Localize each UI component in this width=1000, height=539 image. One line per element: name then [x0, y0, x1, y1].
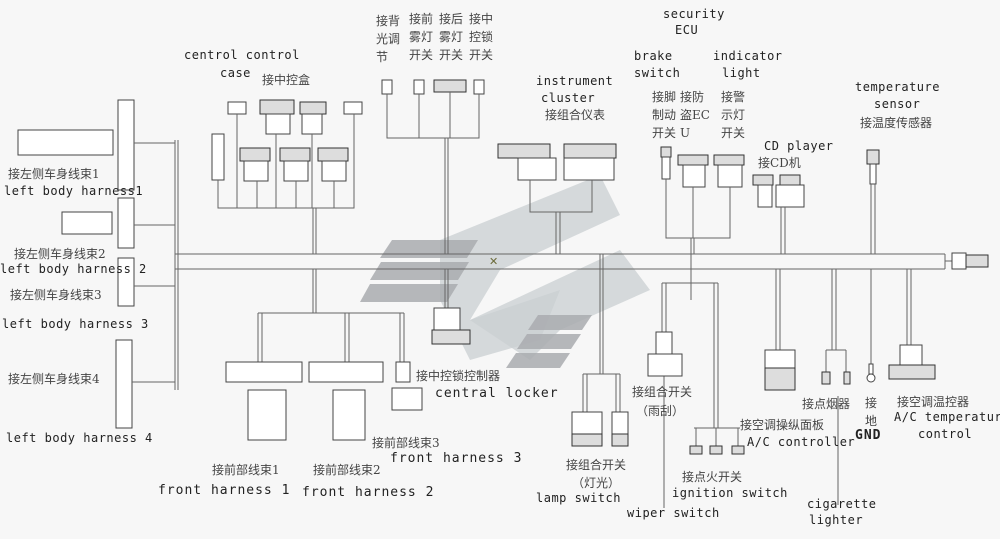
central-locker-en: central locker: [435, 386, 559, 401]
temperature-sensor-en-line1: temperature: [855, 80, 940, 94]
front-harness-3-zh: 接前部线束3: [372, 436, 440, 450]
security-ecu-connectors: [660, 146, 745, 300]
svg-text:✕: ✕: [489, 255, 498, 268]
front-harness-2-en: front harness 2: [302, 485, 435, 500]
left-body-harness-3-en: left body harness 3: [2, 317, 149, 331]
central-control-case-connectors: [211, 99, 363, 254]
temperature-sensor-zh: 接温度传感器: [860, 116, 933, 130]
ac-controller-en: A/C controller: [747, 435, 856, 449]
front-harness-3-en: front harness 3: [390, 451, 523, 466]
cigarette-lighter-connector: [821, 269, 851, 505]
ignition-switch-zh: 接点火开关: [682, 470, 743, 484]
brake-switch-en-line1: brake: [634, 49, 673, 63]
central-control-case-zh: 接中控盒: [262, 73, 311, 87]
central-locker-zh: 接中控锁控制器: [416, 369, 501, 383]
top-switch-connectors: [381, 79, 485, 254]
left-body-harness-2-en: left body harness 2: [0, 262, 147, 276]
ac-temperature-control-en-line2: control: [918, 427, 973, 441]
cigarette-lighter-zh: 接点烟器: [802, 397, 851, 411]
central-control-case-en-line1: centrol control: [184, 48, 300, 62]
rear-fog-switch-zh: 接后雾灯开关: [439, 12, 464, 62]
central-lock-switch-zh: 接中控锁开关: [469, 12, 494, 62]
left-body-harness-3-zh: 接左侧车身线束3: [10, 288, 102, 302]
ac-temperature-control-connector: [888, 269, 936, 380]
wiper-switch-en: wiper switch: [627, 506, 720, 520]
backlight-adjust-zh: 接背光调节: [376, 14, 401, 64]
ground-en: GND: [855, 428, 882, 443]
cigarette-lighter-en-line2: lighter: [809, 513, 864, 527]
left-body-harness-1-zh: 接左侧车身线束1: [8, 167, 100, 181]
lamp-switch-en: lamp switch: [536, 491, 621, 505]
cd-player-en: CD player: [764, 139, 834, 153]
cd-player-connectors: [752, 174, 805, 254]
front-harness-connectors: [225, 269, 423, 441]
cd-player-zh: 接CD机: [758, 156, 801, 170]
cigarette-lighter-en-line1: cigarette: [807, 497, 877, 511]
ac-temperature-control-en-line1: A/C temperature: [894, 410, 1000, 424]
left-body-harness-1-en: left body harness1: [4, 184, 144, 198]
brake-switch-zh: 接脚制动开关: [652, 90, 677, 140]
ac-controller-zh: 接空调操纵面板: [740, 418, 825, 432]
brake-switch-en-line2: switch: [634, 66, 681, 80]
central-control-case-en-line2: case: [220, 66, 251, 80]
instrument-cluster-en-line2: cluster: [541, 91, 596, 105]
ground-zh: 接地: [865, 396, 878, 428]
indicator-light-en-line1: indicator: [713, 49, 783, 63]
wiper-switch-zh-line2: （雨刮）: [636, 404, 685, 418]
front-fog-switch-zh: 接前雾灯开关: [409, 12, 434, 62]
security-ecu-en-line2: ECU: [675, 23, 699, 37]
temperature-sensor-en-line2: sensor: [874, 97, 921, 111]
lamp-switch-zh-line2: （灯光）: [572, 476, 621, 490]
ac-controller-connector: [764, 269, 796, 391]
security-ecu-zh: 接防盗ECU: [680, 90, 710, 140]
wiper-switch-zh-line1: 接组合开关: [632, 385, 693, 399]
ground-connector: [866, 269, 876, 383]
instrument-cluster-zh: 接组合仪表: [545, 108, 606, 122]
lamp-switch-connectors: [571, 254, 629, 447]
wiper-ignition-connectors: [647, 269, 745, 508]
front-harness-1-zh: 接前部线束1: [212, 463, 280, 477]
left-body-harness-4-en: left body harness 4: [6, 431, 153, 445]
left-body-harness-connectors: [17, 99, 175, 429]
temperature-sensor-connector: [866, 149, 880, 254]
instrument-cluster-connectors: [497, 143, 617, 254]
watermark-logo: [360, 175, 650, 368]
left-body-harness-2-zh: 接左侧车身线束2: [14, 247, 106, 261]
indicator-light-zh: 接警示灯开关: [721, 90, 746, 140]
front-harness-2-zh: 接前部线束2: [313, 463, 381, 477]
security-ecu-en-line1: security: [663, 7, 725, 21]
instrument-cluster-en-line1: instrument: [536, 74, 614, 88]
central-locker-connector: [431, 269, 471, 345]
ac-temperature-control-zh: 接空调温控器: [897, 395, 970, 409]
lamp-switch-zh-line1: 接组合开关: [566, 458, 627, 472]
indicator-light-en-line2: light: [722, 66, 761, 80]
front-harness-1-en: front harness 1: [158, 483, 291, 498]
ignition-switch-en: ignition switch: [672, 486, 788, 500]
left-body-harness-4-zh: 接左侧车身线束4: [8, 372, 100, 386]
